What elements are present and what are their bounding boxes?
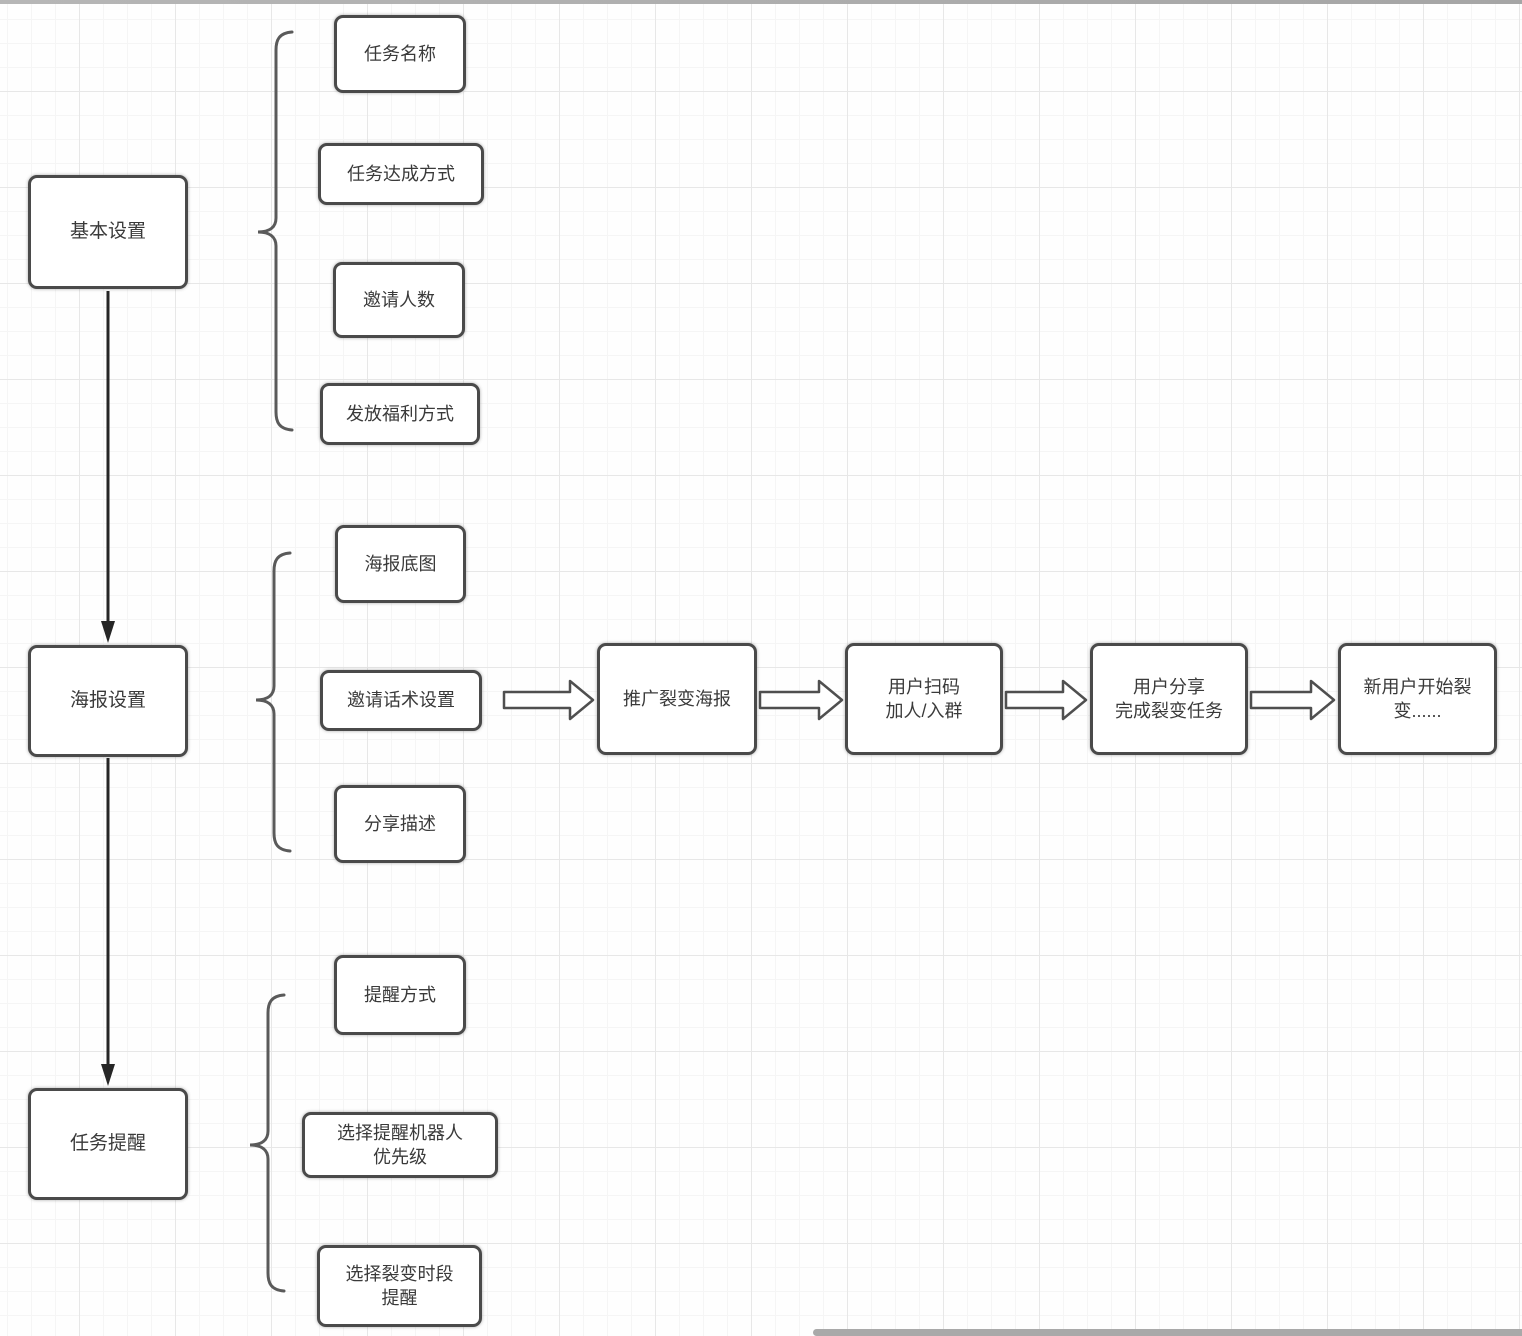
node-invite-count[interactable]: 邀请人数 bbox=[333, 262, 465, 338]
block-arrow-poster-to-scan bbox=[758, 679, 844, 721]
horizontal-scrollbar[interactable] bbox=[813, 1329, 1522, 1336]
node-poster-settings[interactable]: 海报设置 bbox=[28, 645, 188, 757]
node-new-user-fission[interactable]: 新用户开始裂 变...... bbox=[1338, 643, 1497, 755]
arrow-basic-to-poster bbox=[101, 291, 115, 643]
node-task-reminder[interactable]: 任务提醒 bbox=[28, 1088, 188, 1200]
block-arrow-copy-to-poster bbox=[502, 679, 595, 721]
node-task-name[interactable]: 任务名称 bbox=[334, 15, 466, 93]
brace-basic-group bbox=[257, 30, 294, 432]
block-arrow-scan-to-share bbox=[1004, 679, 1088, 721]
arrow-poster-to-reminder bbox=[101, 758, 115, 1086]
node-poster-background[interactable]: 海报底图 bbox=[335, 525, 466, 603]
node-share-description[interactable]: 分享描述 bbox=[334, 785, 466, 863]
brace-poster-group bbox=[255, 551, 292, 853]
node-task-completion-method[interactable]: 任务达成方式 bbox=[318, 143, 484, 205]
node-promote-fission-poster[interactable]: 推广裂变海报 bbox=[597, 643, 757, 755]
block-arrow-share-to-newuser bbox=[1249, 679, 1336, 721]
node-fission-period-reminder[interactable]: 选择裂变时段 提醒 bbox=[317, 1245, 482, 1327]
node-user-share-complete[interactable]: 用户分享 完成裂变任务 bbox=[1090, 643, 1248, 755]
node-reminder-method[interactable]: 提醒方式 bbox=[334, 955, 466, 1035]
node-benefit-distribution[interactable]: 发放福利方式 bbox=[320, 383, 480, 445]
node-basic-settings[interactable]: 基本设置 bbox=[28, 175, 188, 289]
brace-reminder-group bbox=[249, 993, 286, 1293]
node-reminder-robot-priority[interactable]: 选择提醒机器人 优先级 bbox=[302, 1112, 498, 1178]
top-toolbar-edge bbox=[0, 0, 1522, 4]
node-invite-copy-settings[interactable]: 邀请话术设置 bbox=[320, 670, 482, 731]
node-user-scan-join[interactable]: 用户扫码 加人/入群 bbox=[845, 643, 1003, 755]
